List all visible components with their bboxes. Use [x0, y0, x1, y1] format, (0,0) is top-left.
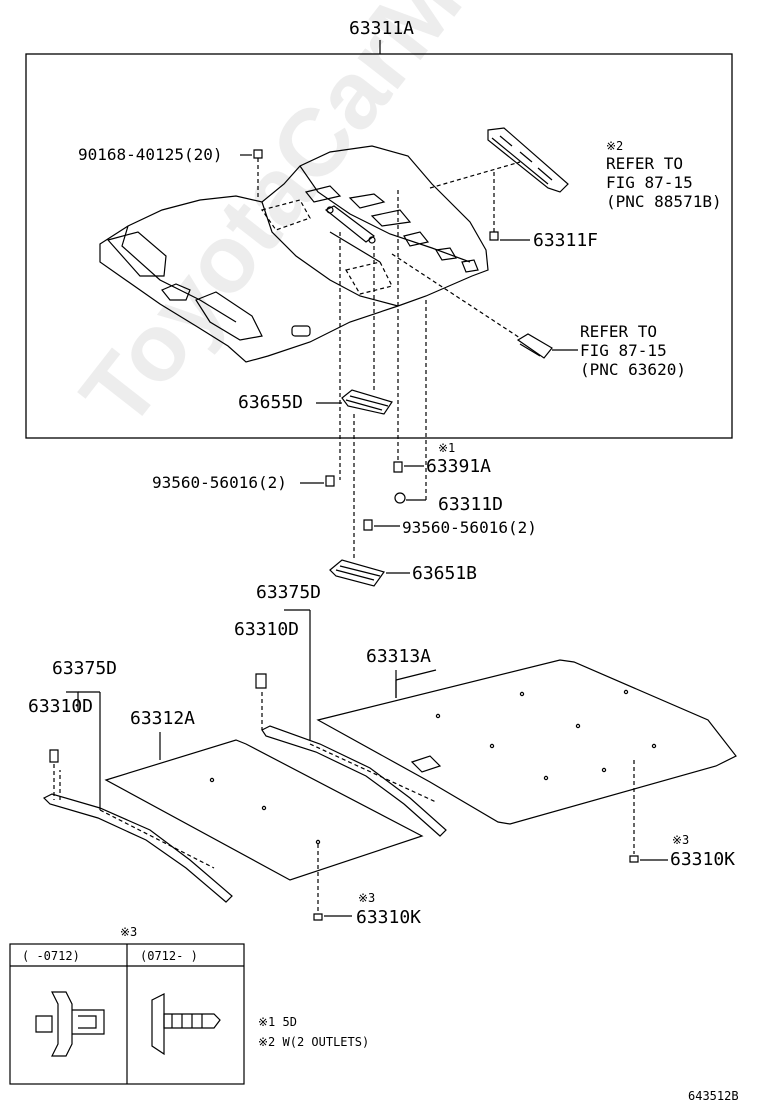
note-2: ※2 W(2 OUTLETS) — [258, 1035, 370, 1049]
label-63655d: 63655D — [238, 392, 304, 413]
label-63651b: 63651B — [412, 563, 478, 584]
headliner-assembly — [99, 145, 489, 363]
inset-col2-header: (0712- ) — [140, 949, 198, 963]
refer2-line3: (PNC 63620) — [580, 360, 686, 379]
label-63310k-right: 63310K — [670, 849, 736, 870]
clip-90168 — [240, 149, 263, 200]
label-93560-a: 93560-56016(2) — [152, 473, 287, 492]
label-90168-40125: 90168-40125(20) — [78, 145, 223, 164]
clips-63310k — [313, 760, 668, 921]
refer2-line1: REFER TO — [580, 322, 658, 341]
refer2-line2: FIG 87-15 — [580, 341, 667, 360]
label-63310d-left: 63310D — [28, 696, 94, 717]
lamp-63651b — [329, 559, 410, 587]
outlet-63620 — [391, 253, 578, 359]
screw-63311f — [489, 231, 530, 241]
inset-col1-header: ( -0712) — [22, 949, 80, 963]
panel-63312a — [104, 739, 424, 881]
inset-box — [9, 943, 245, 1085]
leaders — [159, 670, 397, 760]
rail-right — [255, 609, 447, 837]
rail-left — [42, 691, 233, 903]
label-63313a: 63313A — [366, 646, 432, 667]
refer1-line3: (PNC 88571B) — [606, 192, 722, 211]
label-63310d-right: 63310D — [234, 619, 300, 640]
figure-code: 643512B — [688, 1089, 739, 1103]
label-63375d-right: 63375D — [256, 582, 322, 603]
note1-mark-63391a: ※1 — [438, 441, 456, 455]
label-63310k-left: 63310K — [356, 907, 422, 928]
label-63311a: 63311A — [349, 18, 415, 39]
label-63391a: 63391A — [426, 456, 492, 477]
refer1-line2: FIG 87-15 — [606, 173, 693, 192]
note3-mark-63310k-left: ※3 — [358, 891, 376, 905]
fasteners-center — [300, 190, 427, 531]
panel-63313a — [316, 659, 737, 825]
refer1-line1: REFER TO — [606, 154, 684, 173]
label-63311f: 63311F — [533, 230, 599, 251]
note2-mark: ※2 — [606, 139, 624, 153]
label-63311d: 63311D — [438, 494, 504, 515]
outlet-88571b — [429, 127, 569, 232]
inset-mark: ※3 — [120, 925, 138, 939]
headliner-frame — [25, 40, 733, 439]
label-63375d-left: 63375D — [52, 658, 118, 679]
label-93560-b: 93560-56016(2) — [402, 518, 537, 537]
note3-mark-63310k-right: ※3 — [672, 833, 690, 847]
lamp-63655d — [316, 232, 393, 560]
note-1: ※1 5D — [258, 1015, 297, 1029]
label-63312a: 63312A — [130, 708, 196, 729]
